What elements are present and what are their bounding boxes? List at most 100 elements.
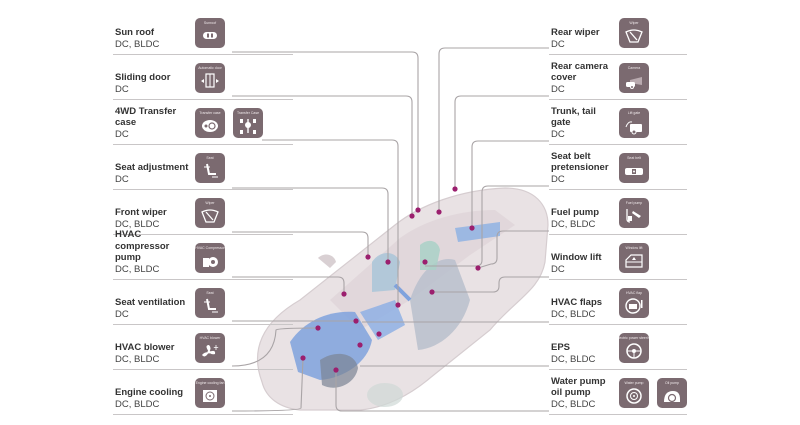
motor-type: DC — [551, 263, 565, 275]
fan-icon: HVAC blower — [195, 333, 225, 363]
icon-caption: Electric power steering — [619, 336, 649, 340]
seat-rear — [420, 240, 440, 270]
mirror — [318, 254, 336, 268]
component-icons: Engine cooling fan — [195, 378, 225, 408]
rear-battery — [455, 222, 500, 242]
component-icons: Wiper — [619, 18, 649, 48]
door-panel — [410, 258, 470, 350]
icon-caption: Oil pump — [664, 381, 679, 385]
marker-engine-cooling — [300, 355, 306, 361]
marker-hvac-blower — [315, 325, 321, 331]
seat-belt-icon: Seat belt — [619, 153, 649, 183]
motor-type: DC, BLDC — [551, 308, 596, 320]
seat-front — [372, 253, 400, 292]
component-icons: HVAC blower — [195, 333, 225, 363]
motor-type: DC — [115, 173, 129, 185]
icon-caption: Automatic door — [198, 66, 222, 70]
icon-caption: HVAC blower — [199, 336, 221, 340]
icon-caption: Wiper — [629, 21, 639, 25]
icon-caption: HVAC flap — [625, 291, 643, 295]
leader-line-window-lift — [432, 276, 549, 293]
window-lift-icon: Window lift — [619, 243, 649, 273]
front-wheel — [320, 353, 358, 388]
component-name: HVAC blower — [115, 342, 175, 353]
motor-type: DC, BLDC — [551, 398, 596, 410]
component-icons: Seat — [195, 153, 225, 183]
component-name: Rear camera cover — [551, 60, 609, 84]
component-name: Trunk, tail gate — [551, 105, 596, 129]
wiper-icon: Wiper — [619, 18, 649, 48]
motor-type: DC, BLDC — [115, 398, 160, 410]
steering-column — [393, 283, 412, 302]
component-name: 4WD Transfer case — [115, 105, 177, 129]
marker-sliding-door — [409, 213, 415, 219]
axle-icon: Transfer Case — [233, 108, 263, 138]
car-body — [256, 187, 549, 411]
leader-line-seat-belt — [425, 185, 549, 267]
icon-caption: Transfer case — [199, 111, 221, 115]
seat-icon: Seat — [195, 153, 225, 183]
component-icons: Wiper — [195, 198, 225, 228]
component-name: EPS — [551, 342, 571, 353]
car-illustration — [256, 187, 549, 411]
marker-eps — [357, 342, 363, 348]
motor-type: DC, BLDC — [115, 218, 160, 230]
marker-hvac-flaps — [376, 331, 382, 337]
engine-block — [290, 311, 372, 380]
component-name: Engine cooling — [115, 387, 184, 398]
icon-caption: Transfer Case — [236, 111, 260, 115]
component-icons: Window lift — [619, 243, 649, 273]
icon-caption: Engine cooling fan — [195, 381, 225, 385]
fuel-pump-icon: Fuel pump — [619, 198, 649, 228]
component-name: Seat belt pretensioner — [551, 150, 609, 174]
component-icons: Lift gate — [619, 108, 649, 138]
leader-line-water-pump — [335, 370, 549, 412]
component-name: Fuel pump — [551, 207, 600, 218]
component-icons: HVAC Compressor — [195, 243, 225, 273]
component-icons: Automatic door — [195, 63, 225, 93]
motor-type: DC, BLDC — [115, 263, 160, 275]
motor-type: DC — [115, 128, 129, 140]
icon-caption: Fuel pump — [625, 201, 643, 205]
water-pump-icon: Water pump — [619, 378, 649, 408]
wiper-icon: Wiper — [195, 198, 225, 228]
motor-type: DC — [551, 83, 565, 95]
hvac-flap-icon: HVAC flap — [619, 288, 649, 318]
motor-type: DC, BLDC — [551, 218, 596, 230]
icon-caption: Wiper — [205, 201, 215, 205]
leader-line-fuel-pump — [477, 230, 549, 269]
marker-seat-ventilation — [353, 318, 359, 324]
sliding-door-icon: Automatic door — [195, 63, 225, 93]
icon-caption: Sunroof — [203, 21, 217, 25]
motor-type: DC — [551, 38, 565, 50]
marker-water-pump — [333, 367, 339, 373]
compressor-icon: HVAC Compressor — [195, 243, 225, 273]
marker-rear-wiper — [436, 209, 442, 215]
component-icons: Sunroof — [195, 18, 225, 48]
sunroof-icon: Sunroof — [195, 18, 225, 48]
component-icons: Transfer case Transfer Case — [195, 108, 263, 138]
motor-type: DC, BLDC — [115, 353, 160, 365]
seat-icon: Seat — [195, 288, 225, 318]
